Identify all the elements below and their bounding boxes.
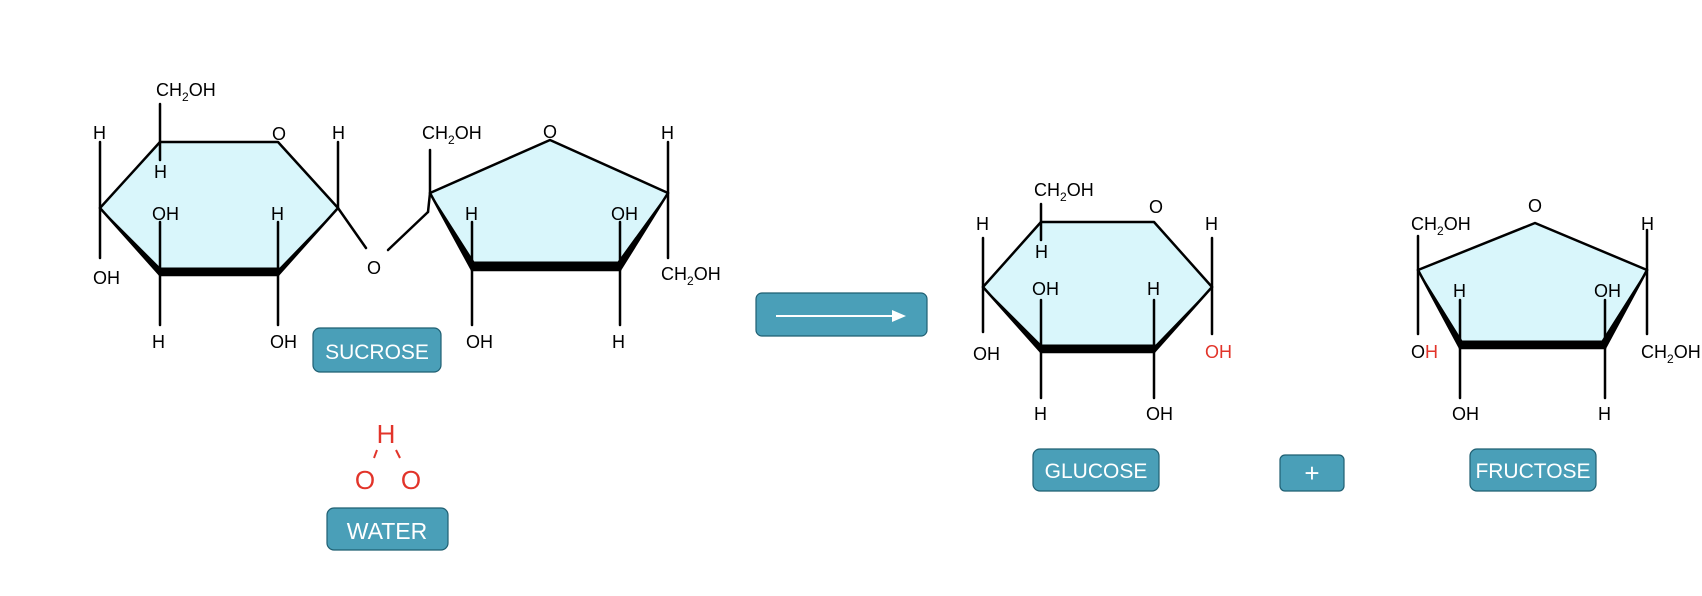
ring-oxygen-label: O: [543, 122, 557, 142]
h-label: H: [271, 204, 284, 224]
glucose-label: GLUCOSE: [1045, 460, 1148, 483]
h-label: H: [1641, 214, 1654, 234]
ch2oh-label: CH2OH: [1641, 342, 1701, 366]
water-bond: [395, 449, 401, 459]
glucose-badge: GLUCOSE: [1032, 448, 1160, 492]
oh-label: OH: [270, 332, 297, 352]
oh-label: OH: [1594, 281, 1621, 301]
water-bond: [373, 449, 378, 459]
oh-highlight-label: OH: [1411, 342, 1438, 362]
h-label: H: [1453, 281, 1466, 301]
oh-label: OH: [611, 204, 638, 224]
water-hydrogen-label: H: [377, 419, 396, 449]
ch2oh-label: CH2OH: [661, 264, 721, 288]
h-label: H: [154, 162, 167, 182]
sucrose-badge: SUCROSE: [312, 327, 442, 373]
sucrose-fructose-ring: [426, 138, 670, 327]
h-label: H: [661, 123, 674, 143]
h-label: H: [976, 214, 989, 234]
ring-oxygen-label: O: [1528, 196, 1542, 216]
fructose-ring: [1416, 221, 1649, 400]
h-label: H: [1598, 404, 1611, 424]
water-oxygen-label: O: [401, 465, 421, 495]
glycosidic-oxygen-label: O: [367, 258, 381, 278]
oh-label: OH: [152, 204, 179, 224]
ring-oxygen-label: O: [1149, 197, 1163, 217]
fructose-labels: CH2OH O H H OH OH CH2OH OH H: [1411, 196, 1701, 424]
ring-oxygen-label: O: [272, 124, 286, 144]
ch2oh-label: CH2OH: [1411, 214, 1471, 238]
oh-label: OH: [466, 332, 493, 352]
water-oxygen-label: O: [355, 465, 375, 495]
plus-label: +: [1304, 458, 1319, 488]
water-label: WATER: [347, 518, 428, 544]
h-label: H: [1205, 214, 1218, 234]
h-label: H: [1035, 242, 1048, 262]
oh-label: OH: [1452, 404, 1479, 424]
h-label: H: [1147, 279, 1160, 299]
ch2oh-label: CH2OH: [1034, 180, 1094, 204]
oh-label: OH: [973, 344, 1000, 364]
h-label: H: [93, 123, 106, 143]
oh-label: OH: [93, 268, 120, 288]
h-label: H: [332, 123, 345, 143]
plus-badge: +: [1279, 454, 1345, 492]
h-label: H: [612, 332, 625, 352]
right-arrow-icon: [755, 292, 928, 337]
ch2oh-label: CH2OH: [422, 123, 482, 147]
fructose-label: FRUCTOSE: [1475, 460, 1590, 483]
glycosidic-bond: [386, 210, 430, 252]
sucrose-glucose-ring: [98, 102, 368, 327]
sucrose-fructose-labels: CH2OH O H H OH CH2OH OH H: [422, 122, 721, 352]
sucrose-label: SUCROSE: [325, 341, 429, 364]
fructose-badge: FRUCTOSE: [1469, 448, 1597, 492]
h-label: H: [465, 204, 478, 224]
h-label: H: [152, 332, 165, 352]
glucose-labels: CH2OH H H O H OH H OH OH H OH: [973, 180, 1232, 424]
h-label: H: [1034, 404, 1047, 424]
sucrose-glucose-labels: CH2OH H H O H OH H OH H OH: [93, 80, 345, 352]
glucose-ring: [981, 202, 1214, 400]
ch2oh-label: CH2OH: [156, 80, 216, 104]
oh-label: OH: [1032, 279, 1059, 299]
water-badge: WATER: [326, 507, 449, 551]
water-molecule: H O O: [355, 419, 421, 495]
oh-highlight-label: OH: [1205, 342, 1232, 362]
oh-label: OH: [1146, 404, 1173, 424]
